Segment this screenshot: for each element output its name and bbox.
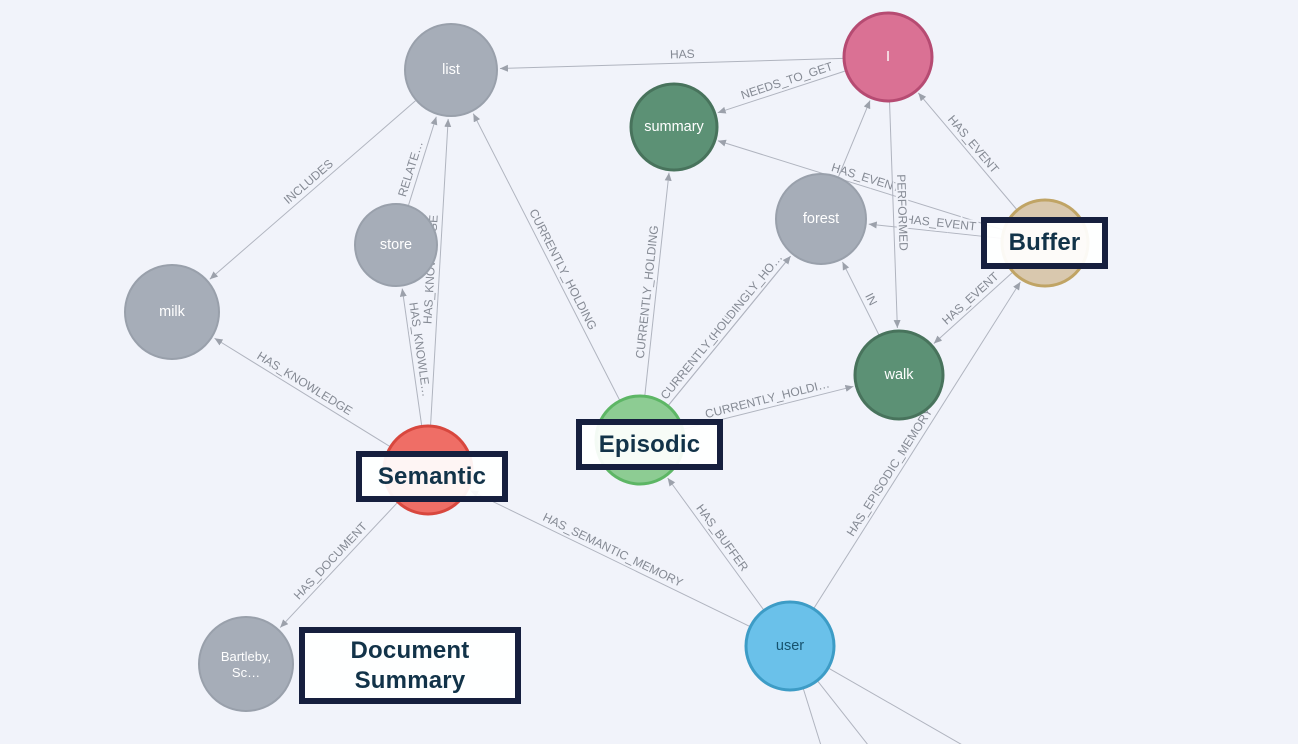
edge-line-HAS_BUFFER[interactable]: [667, 477, 764, 610]
graph-node-summary[interactable]: summary: [629, 82, 719, 172]
node-circle: [354, 203, 438, 287]
node-circle: [404, 23, 498, 117]
graph-edge: [802, 688, 838, 744]
annotation-buffer: Buffer: [981, 217, 1108, 269]
edge-line-HAS_KNOWLE…[interactable]: [399, 288, 423, 426]
graph-edge: HAS_EVENT: [933, 267, 1013, 344]
node-circle: [775, 173, 867, 265]
edge-label-HAS_EVENT[interactable]: HAS_EVENT: [937, 267, 1004, 330]
edge-line-HAS[interactable]: [499, 57, 844, 72]
graph-edge: CURRENTLY_HOLDING: [472, 113, 620, 401]
annotation-label: Semantic: [377, 462, 487, 490]
edge-line-HAS_KNOWLEDGE[interactable]: [214, 337, 390, 447]
node-label: list: [442, 62, 460, 78]
edge-line-IN[interactable]: [842, 261, 880, 335]
graph-edge: CURRENTLY_HOLDING: [631, 172, 672, 396]
edge-line-HAS_SEMANTIC_MEMORY[interactable]: [470, 490, 750, 627]
graph-edge: HAS_EVENT: [917, 92, 1018, 210]
graph-edge: [817, 681, 902, 744]
graph-edge: CURRENTLY_HOLDING: [656, 255, 791, 406]
graph-edge: HAS_KNOWLEDGE: [214, 337, 390, 447]
graph-node-milk[interactable]: milk: [124, 264, 220, 360]
node-label: Bartleby,Sc…: [221, 649, 271, 680]
edge-line-HAS_EVENT[interactable]: [933, 272, 1013, 344]
edge-line-HAS_EPISODIC_MEMORY[interactable]: [813, 281, 1021, 609]
graph-node-list[interactable]: list: [404, 23, 498, 117]
node-label: walk: [883, 367, 914, 383]
edge-label-HAS_EPISODIC_MEMORY[interactable]: HAS_EPISODIC_MEMORY: [842, 403, 938, 541]
edge-line-CURRENTLY_HOLDING[interactable]: [472, 113, 620, 401]
edge-line-HAS_EVENT[interactable]: [717, 139, 1004, 231]
edge-label-HAS[interactable]: HAS: [668, 45, 697, 64]
node-circle: [629, 82, 719, 172]
graph-edge: IN: [842, 261, 882, 335]
edge-label-CURRENTLY_HOLDING[interactable]: CURRENTLY_HOLDING: [656, 288, 756, 404]
edge-line-PERFORMED[interactable]: [889, 101, 901, 329]
edge-label-HAS_BUFFER[interactable]: HAS_BUFFER: [691, 500, 753, 577]
edge-line[interactable]: [802, 688, 838, 744]
graph-node-forest[interactable]: forest: [775, 173, 867, 265]
graph-node-i[interactable]: I: [842, 11, 934, 103]
graph-node-walk[interactable]: walk: [853, 329, 945, 421]
node-label: forest: [803, 211, 839, 227]
node-circle: [124, 264, 220, 360]
edge-line-HAS_EVENT[interactable]: [917, 92, 1018, 210]
node-label: store: [380, 237, 412, 253]
edge-line-CURRENTLY_HOLDING[interactable]: [668, 255, 791, 406]
node-label: I: [886, 49, 890, 65]
node-label: summary: [644, 119, 704, 135]
edge-label-HAS_SEMANTIC_MEMORY[interactable]: HAS_SEMANTIC_MEMORY: [539, 508, 687, 592]
node-label: milk: [159, 304, 186, 320]
graph-node-store[interactable]: store: [354, 203, 438, 287]
graph-edge: NEEDS_TO_GET: [717, 57, 846, 114]
edge-line-HAS_KNOWLEDGE[interactable]: [430, 118, 452, 426]
annotation-label: Episodic: [598, 430, 701, 458]
graph-edge: HAS: [499, 45, 844, 72]
edge-label-HAS_EVENT[interactable]: HAS_EVENT: [902, 210, 979, 236]
annotation-label: Document Summary: [350, 636, 470, 694]
graph-edge: RELATE…: [393, 116, 438, 206]
edge-line-INCLUDES[interactable]: [209, 100, 416, 280]
edge-label-PERFORMED[interactable]: PERFORMED: [892, 172, 913, 253]
edge-line-HAS_EVENT[interactable]: [868, 221, 1002, 239]
graph-edge: [838, 100, 871, 177]
node-circle: [198, 616, 294, 712]
edge-label-HAS_EVENT[interactable]: HAS_EVENT: [943, 110, 1004, 178]
graph-edge: HAS_EPISODIC_MEMORY: [813, 281, 1021, 609]
graph-node-bartleby[interactable]: Bartleby,Sc…: [198, 616, 294, 712]
annotation-label: Buffer: [1008, 229, 1081, 256]
edge-line[interactable]: [817, 681, 902, 744]
node-circle: [744, 600, 836, 692]
node-circle: [853, 329, 945, 421]
edge-line[interactable]: [838, 100, 871, 177]
graph-edge: HAS_DOCUMENT: [279, 502, 398, 628]
node-label: user: [776, 638, 804, 654]
edge-label-NEEDS_TO_GET[interactable]: NEEDS_TO_GET: [737, 57, 837, 104]
annotation-semantic: Semantic: [356, 451, 508, 502]
graph-edge: [828, 667, 992, 744]
node-circle: [842, 11, 934, 103]
edge-label-HAS_KNOWLEDGE[interactable]: HAS_KNOWLEDGE: [253, 347, 357, 420]
edge-label-RELATE…[interactable]: RELATE…: [393, 137, 428, 200]
edge-line-HAS_DOCUMENT[interactable]: [279, 502, 398, 628]
edge-label-CURRENTLY_HOLDING[interactable]: CURRENTLY_HOLDING: [631, 223, 663, 362]
annotation-episodic: Episodic: [576, 419, 723, 470]
edge-line-CURRENTLY_HOLDING[interactable]: [644, 172, 672, 396]
edge-label-CURRENTLY_HOLDING[interactable]: CURRENTLY_HOLDING: [524, 205, 601, 335]
edge-line[interactable]: [828, 667, 992, 744]
edge-label-INCLUDES[interactable]: INCLUDES: [279, 155, 338, 209]
graph-edge: CURRENTLY_HO…: [668, 249, 791, 406]
edge-label-IN[interactable]: IN: [860, 289, 882, 310]
annotation-document-summary: Document Summary: [299, 627, 521, 704]
edge-line-NEEDS_TO_GET[interactable]: [717, 70, 846, 114]
graph-node-user[interactable]: user: [744, 600, 836, 692]
edge-line-RELATE…[interactable]: [408, 116, 438, 206]
edge-label-CURRENTLY_HOLDI…[interactable]: CURRENTLY_HOLDI…: [702, 374, 833, 423]
graph-edge: PERFORMED: [889, 101, 913, 329]
graph-edge: HAS_BUFFER: [667, 477, 764, 610]
edge-label-HAS_DOCUMENT[interactable]: HAS_DOCUMENT: [289, 517, 373, 604]
